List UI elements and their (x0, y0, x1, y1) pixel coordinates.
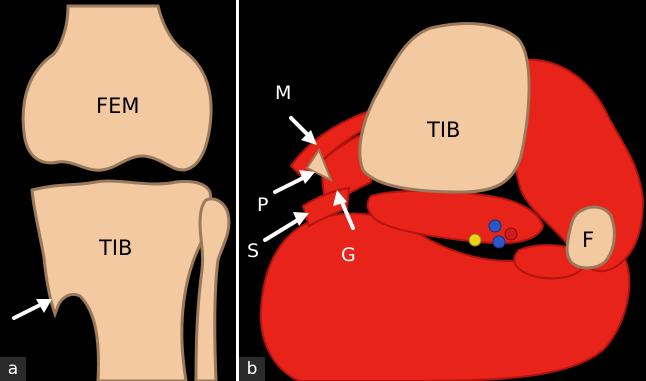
panel-a: FEM TIB a (0, 0, 236, 381)
label-p: P (257, 194, 268, 216)
label-g: G (341, 244, 356, 266)
panel-b-letter: b (239, 357, 265, 381)
arrow-m (291, 118, 317, 145)
label-s: S (247, 240, 259, 262)
fibula-bone (196, 199, 229, 381)
knee-coronal-diagram (0, 0, 236, 381)
tibia-label-b: TIB (427, 118, 460, 142)
arrow-panel-a (14, 299, 52, 318)
panel-b: TIB F M P S G b (239, 0, 646, 381)
tibia-bone-axial (360, 24, 529, 192)
fibula-label: F (582, 228, 594, 252)
label-m: M (275, 82, 291, 104)
arrow-p (275, 170, 315, 192)
leg-axial-diagram (239, 0, 646, 381)
femur-bone (23, 6, 211, 170)
tibia-label-a: TIB (99, 236, 132, 260)
tibia-bone (32, 181, 211, 381)
panel-a-letter: a (0, 357, 26, 381)
femur-label: FEM (96, 94, 139, 118)
